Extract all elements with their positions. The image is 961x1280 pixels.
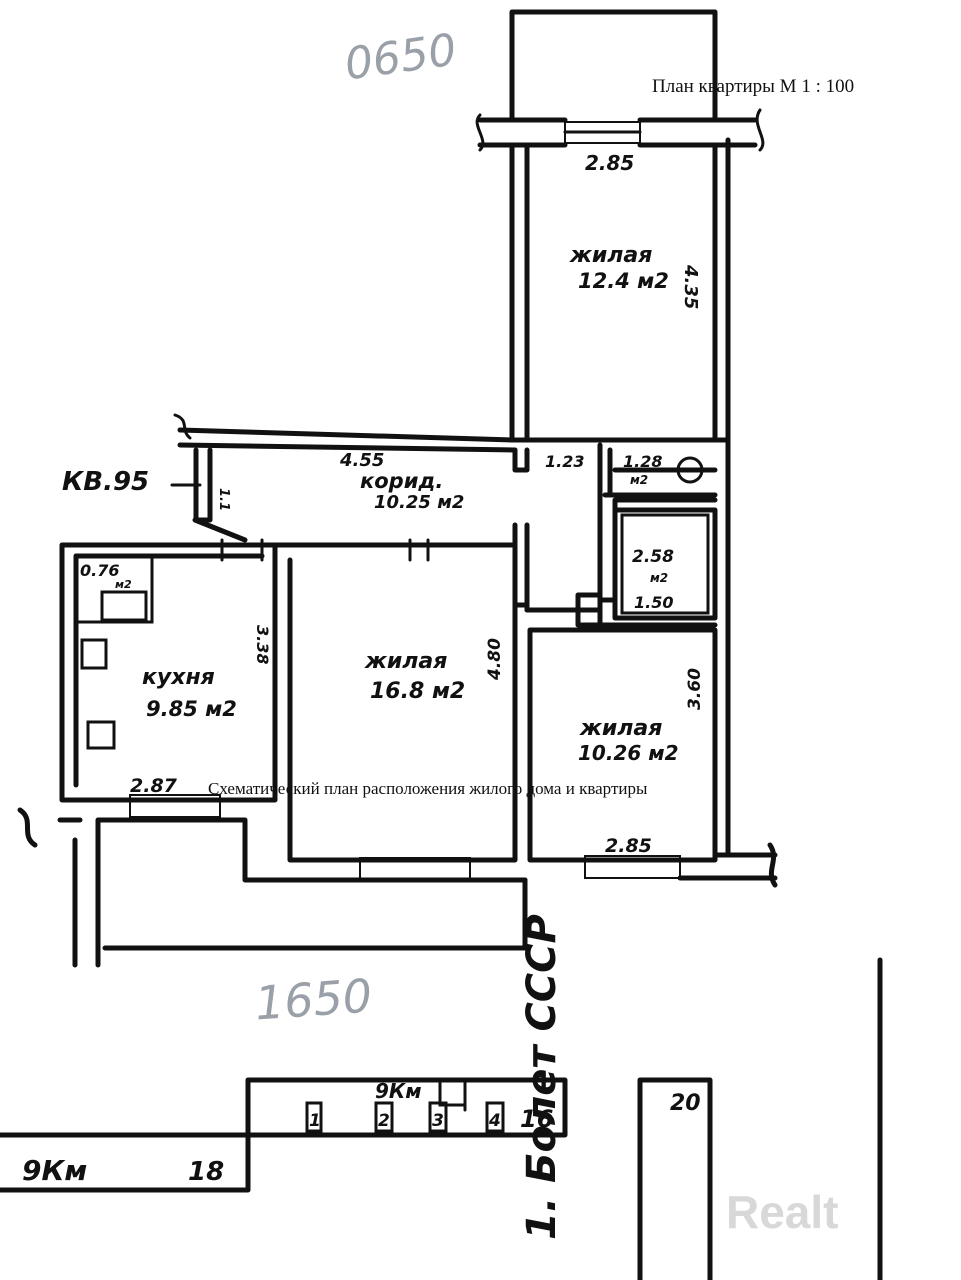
site-left-house-number: 18 — [188, 1157, 224, 1187]
site-house-number: 16 — [520, 1105, 553, 1133]
room-bedroom-right — [527, 627, 778, 888]
small-room-2-unit: м2 — [630, 473, 648, 487]
window-right — [584, 855, 681, 879]
room-corridor-name: корид. — [360, 469, 443, 493]
room-corridor-area: 10.25 м2 — [374, 492, 464, 513]
small-room-3-dim: 1.50 — [634, 593, 673, 612]
site-building-label: 9Км — [375, 1079, 422, 1103]
dim-right-length: 3.60 — [685, 668, 705, 710]
room-living — [272, 538, 518, 881]
dim-corridor-side: 1.1 — [216, 488, 231, 511]
small-room-1-dim: 1.23 — [545, 452, 584, 471]
bath-icon — [620, 513, 710, 615]
small-room-0-unit: м2 — [115, 578, 132, 591]
fridge-icon — [86, 720, 116, 750]
room-living-area: 16.8 м2 — [370, 679, 465, 704]
top-faint-note: 0650 — [342, 24, 460, 90]
entrance-2: 2 — [378, 1111, 390, 1131]
room-living-name: жилая — [364, 649, 447, 674]
bottom-faint-note: 1650 — [253, 968, 374, 1030]
page-title: План квартиры М 1 : 100 — [652, 76, 854, 97]
small-room-3-area: 2.58 — [632, 547, 674, 567]
room-bedroom-top — [475, 9, 765, 858]
stove-icon — [80, 638, 108, 670]
dim-kitchen-width: 2.87 — [130, 775, 178, 797]
sink-icon — [100, 590, 148, 622]
room-right-area: 10.26 м2 — [578, 741, 679, 765]
entrance-4: 4 — [488, 1111, 501, 1131]
street-name: 1. Болет СССР — [519, 914, 565, 1240]
plan-subtitle: Схематический план расположения жилого д… — [208, 779, 648, 798]
dim-kitchen-length: 3.38 — [253, 625, 272, 664]
site-right-house-number: 20 — [670, 1091, 701, 1116]
entrance-4-box — [485, 1101, 505, 1133]
room-kitchen-name: кухня — [142, 665, 215, 690]
room-top-name: жилая — [569, 243, 652, 268]
watermark: Realt — [726, 1186, 838, 1238]
dim-living-length: 4.80 — [485, 638, 505, 681]
site-plan — [0, 957, 883, 1280]
entrance-3-box — [428, 1101, 448, 1133]
small-room-0-area: 0.76 — [80, 561, 119, 580]
entrance-3: 3 — [432, 1111, 444, 1131]
small-room-2-area: 1.28 — [623, 452, 662, 471]
room-right-name: жилая — [579, 716, 662, 741]
apartment-label: КВ.95 — [62, 467, 149, 497]
small-room-3-unit: м2 — [650, 571, 668, 585]
room-top-area: 12.4 м2 — [578, 269, 669, 293]
entrance-1: 1 — [309, 1111, 321, 1131]
corridor — [173, 413, 731, 628]
dim-corridor-width: 4.55 — [339, 450, 384, 471]
room-kitchen — [17, 538, 528, 968]
window-living — [359, 857, 471, 881]
entrance-1-box — [305, 1101, 323, 1133]
toilet-icon — [676, 456, 704, 484]
site-left-building-label: 9Км — [22, 1154, 87, 1187]
entrance-2-box — [374, 1101, 394, 1133]
dim-right-width: 2.85 — [605, 835, 652, 857]
dim-top-length: 4.35 — [680, 264, 701, 309]
room-kitchen-area: 9.85 м2 — [146, 697, 237, 721]
window-kitchen — [129, 794, 221, 818]
dim-top-width: 2.85 — [585, 151, 634, 175]
